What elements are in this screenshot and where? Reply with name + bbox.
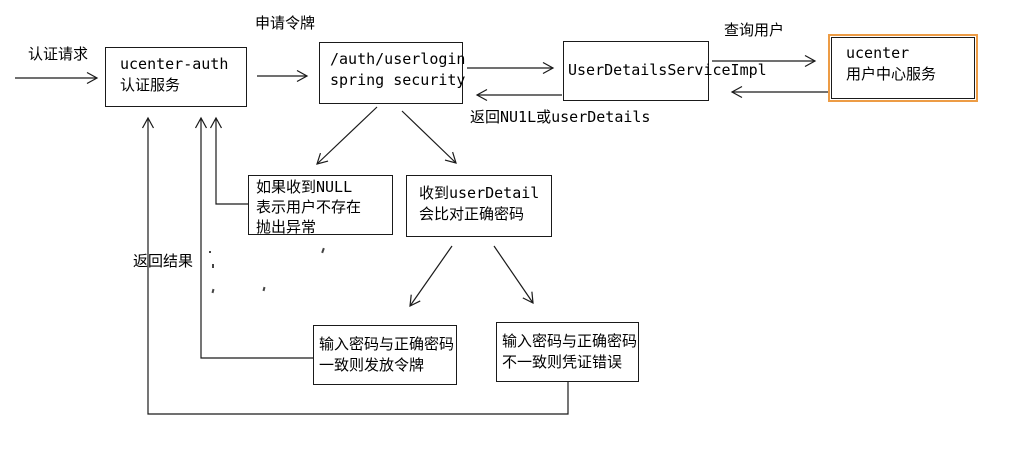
label-apply-token: 申请令牌 xyxy=(255,14,316,32)
box-received-userdetail-compare: 收到userDetail 会比对正确密码 xyxy=(406,175,552,237)
stray-mark xyxy=(209,251,211,253)
arrow-null-box-to-auth xyxy=(209,116,248,205)
arrow-match-to-auth xyxy=(194,116,313,359)
label-auth-request: 认证请求 xyxy=(28,45,89,63)
box-ucenter-auth-service: ucenter-auth 认证服务 xyxy=(105,47,247,107)
box-password-mismatch-bad-credentials: 输入密码与正确密码 不一致则凭证错误 xyxy=(496,322,639,382)
arrow-compare-to-mismatch xyxy=(493,245,534,305)
label-query-user: 查询用户 xyxy=(724,21,785,39)
stray-mark xyxy=(212,264,214,268)
box-ucenter-user-center-service: ucenter 用户中心服务 xyxy=(828,34,978,102)
arrow-compare-to-match xyxy=(409,245,453,308)
arrow-mismatch-return-result xyxy=(141,116,569,415)
label-return-result: 返回结果 xyxy=(133,252,194,270)
arrow-login-to-userdetail-box xyxy=(401,110,457,164)
box-ucenter-user-center-service-inner: ucenter 用户中心服务 xyxy=(831,37,975,99)
box-userdetailsserviceimpl: UserDetailsServiceImpl xyxy=(563,41,767,101)
label-return-null-or-userdetails: 返回NU1L或userDetails xyxy=(470,108,651,126)
box-null-user-not-exist: 如果收到NULL 表示用户不存在 抛出异常 xyxy=(248,175,393,236)
box-auth-userlogin-spring-security: /auth/userlogin spring security xyxy=(319,42,465,104)
box-password-match-issue-token: 输入密码与正确密码 一致则发放令牌 xyxy=(313,325,457,385)
arrow-login-to-null-box xyxy=(316,106,378,165)
